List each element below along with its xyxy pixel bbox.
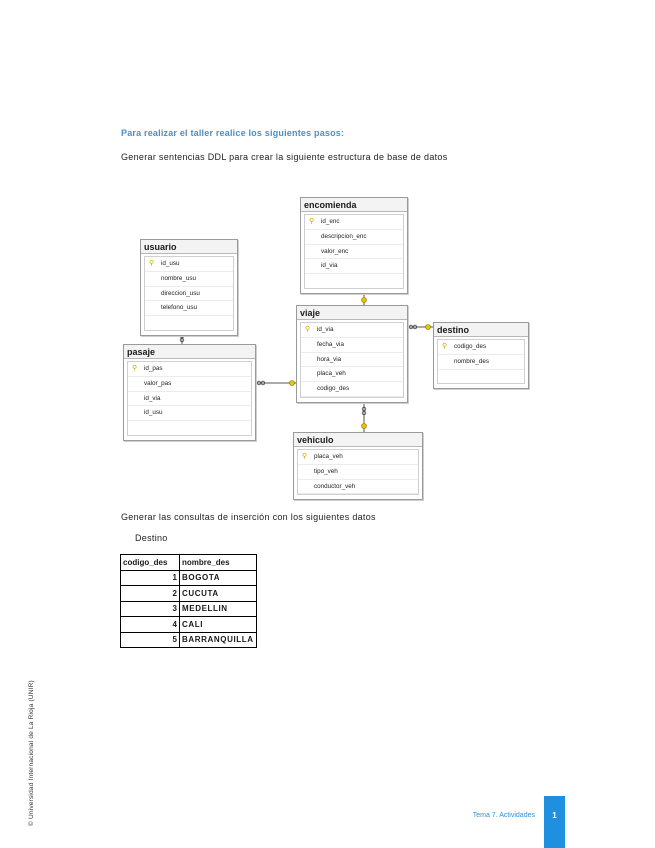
field-row: id_via	[128, 392, 251, 407]
entity-title: pasaje	[124, 345, 255, 359]
key-end-icon	[289, 380, 295, 386]
field-row: direccion_usu	[145, 287, 233, 302]
key-icon: ⚲	[442, 343, 448, 350]
page-number: 1	[544, 796, 565, 848]
key-icon: ⚲	[309, 218, 315, 225]
field-row: ⚲codigo_des	[438, 340, 524, 355]
field-row: nombre_des	[438, 355, 524, 370]
entity-encomienda: encomienda ⚲id_enc descripcion_enc valor…	[300, 197, 408, 294]
key-end-icon	[425, 324, 431, 330]
cell-name: MEDELLIN	[179, 600, 257, 617]
field-row: tipo_veh	[298, 465, 418, 480]
cell-code: 3	[120, 600, 180, 617]
field-row: id_usu	[128, 406, 251, 422]
field-row: valor_enc	[305, 245, 403, 260]
key-end-icon	[361, 423, 367, 429]
field-row: ⚲placa_veh	[298, 450, 418, 465]
cell-name: BARRANQUILLA	[179, 631, 257, 648]
entity-title: viaje	[297, 306, 407, 320]
key-icon: ⚲	[302, 453, 308, 460]
entity-vehiculo: vehiculo ⚲placa_veh tipo_veh conductor_v…	[293, 432, 423, 501]
key-icon: ⚲	[132, 365, 138, 372]
field-row: descripcion_enc	[305, 230, 403, 245]
copyright-sidebar: © Universidad Internacional de La Rioja …	[28, 680, 35, 826]
field-row: placa_veh	[301, 367, 403, 383]
entity-pasaje: pasaje ⚲id_pas valor_pas id_via id_usu	[123, 344, 256, 441]
cell-code: 5	[120, 631, 180, 648]
entity-title: usuario	[141, 240, 237, 254]
cell-code: 1	[120, 569, 180, 586]
entity-title: vehiculo	[294, 433, 422, 447]
column-header: nombre_des	[179, 554, 257, 571]
cell-code: 4	[120, 616, 180, 633]
cell-code: 2	[120, 585, 180, 602]
field-row: nombre_usu	[145, 272, 233, 287]
key-icon: ⚲	[305, 326, 311, 333]
cell-name: CALI	[179, 616, 257, 633]
cell-name: BOGOTA	[179, 569, 257, 586]
entity-viaje: viaje ⚲id_via fecha_via hora_via placa_v…	[296, 305, 408, 403]
footer-section: Tema 7. Actividades	[472, 812, 535, 819]
instruction-ddl: Generar sentencias DDL para crear la sig…	[121, 152, 448, 162]
instruction-insert: Generar las consultas de inserción con l…	[121, 512, 376, 522]
field-row: telefono_usu	[145, 301, 233, 317]
field-row: hora_via	[301, 353, 403, 368]
field-row: ⚲id_usu	[145, 257, 233, 272]
entity-title: encomienda	[301, 198, 407, 212]
cell-name: CUCUTA	[179, 585, 257, 602]
field-row: ⚲id_via	[301, 323, 403, 338]
field-row: valor_pas	[128, 377, 251, 392]
field-row: id_via	[305, 259, 403, 275]
entity-usuario: usuario ⚲id_usu nombre_usu direccion_usu…	[140, 239, 238, 336]
key-end-icon	[361, 297, 367, 303]
field-row: fecha_via	[301, 338, 403, 353]
entity-title: destino	[434, 323, 528, 337]
field-row: codigo_des	[301, 382, 403, 397]
field-row: ⚲id_pas	[128, 362, 251, 377]
table-header-row: codigo_des nombre_des	[120, 554, 257, 571]
column-header: codigo_des	[120, 554, 180, 571]
field-row: conductor_veh	[298, 480, 418, 495]
field-row: ⚲id_enc	[305, 215, 403, 230]
key-icon: ⚲	[149, 260, 155, 267]
entity-destino: destino ⚲codigo_des nombre_des	[433, 322, 529, 390]
table-caption: Destino	[135, 533, 168, 543]
page-heading: Para realizar el taller realice los sigu…	[121, 128, 345, 138]
